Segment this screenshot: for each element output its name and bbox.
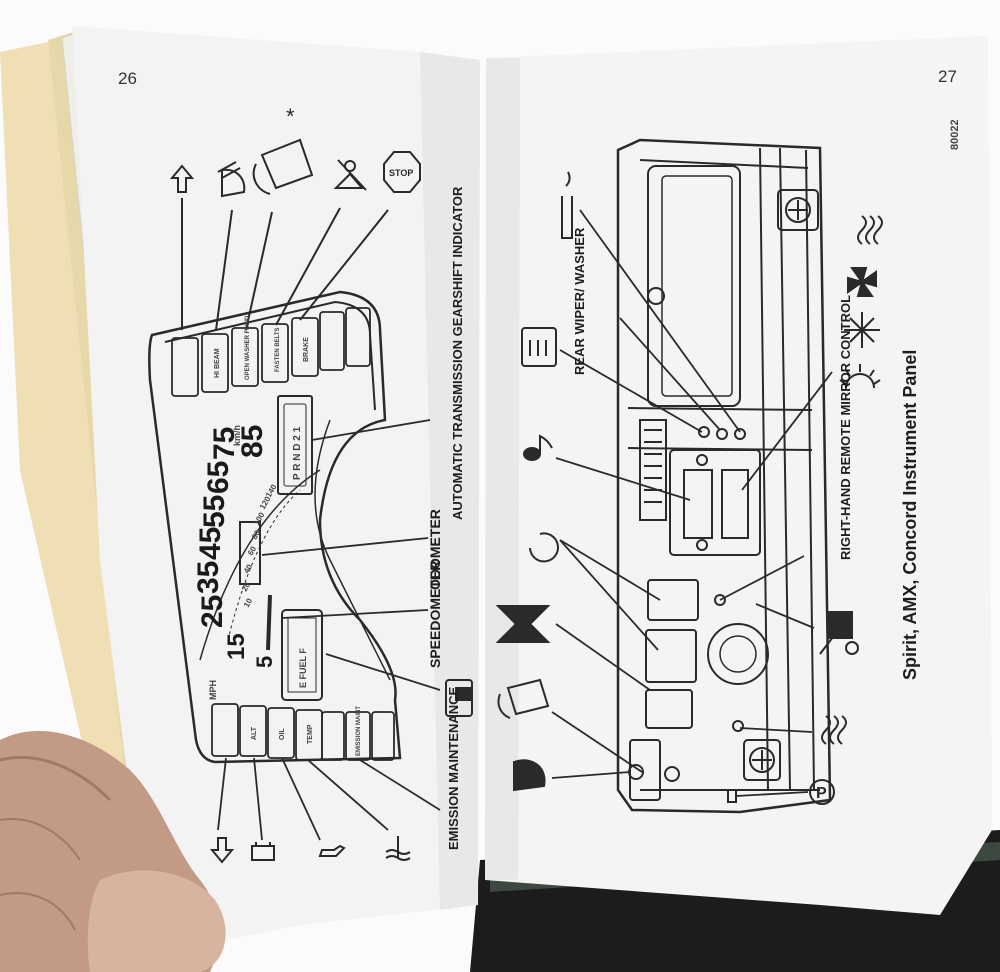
heat-waves-icon <box>857 215 883 245</box>
mirror-icon <box>819 611 859 655</box>
headlamp-icon <box>513 759 546 792</box>
instrument-panel-diagram <box>616 138 832 814</box>
speedometer-label: SPEEDOMETER <box>427 561 443 668</box>
auto-trans-label: AUTOMATIC TRANSMISSION GEARSHIFT INDICAT… <box>450 186 465 520</box>
upshift-arrow-icon <box>169 164 195 193</box>
emission-maintenance-label: EMISSION MAINTENANCE <box>446 686 461 850</box>
svg-text:*: * <box>286 104 295 129</box>
high-beam-icon <box>217 161 246 198</box>
svg-text:35: 35 <box>192 561 225 594</box>
speedometer-numbers: 5 15 25 35 45 55 65 75 85 <box>192 425 277 668</box>
svg-text:65: 65 <box>202 461 235 494</box>
downshift-arrow-icon <box>209 837 235 864</box>
stop-icon: STOP <box>383 151 421 193</box>
emission-lamp: EMISSION MAINT <box>356 706 362 756</box>
figure-caption: Spirit, AMX, Concord Instrument Panel <box>900 350 920 680</box>
gear-indicator: P R N D 2 1 <box>292 426 303 480</box>
hi-beam-lamp: HI BEAM <box>214 348 221 378</box>
right-page-number: 27 <box>938 67 957 86</box>
oil-lamp: OIL <box>279 728 286 740</box>
rear-defroster-icon <box>521 327 557 367</box>
heat-waves-lower-icon <box>821 715 847 745</box>
seat-belt-icon <box>333 159 367 191</box>
fasten-belts-lamp: FASTEN BELTS <box>275 327 281 372</box>
alt-lamp: ALT <box>251 726 258 740</box>
clock-icon <box>529 532 559 563</box>
mirror-control-label: RIGHT-HAND REMOTE MIRROR CONTROL <box>838 295 853 560</box>
sun-icon <box>839 364 881 389</box>
brake-lamp: BRAKE <box>303 337 310 362</box>
figure-code: 80022 <box>949 119 961 150</box>
kmh-unit: km/h <box>232 425 242 446</box>
washer-fluid-icon: * <box>252 104 314 195</box>
parking-icon <box>809 779 835 805</box>
rear-wiper-washer-label: REAR WIPER/ WASHER <box>572 227 587 375</box>
bottom-lamp-row <box>211 703 395 761</box>
snowflake-icon <box>844 312 880 348</box>
battery-icon <box>251 842 275 861</box>
hourglass-icon <box>495 605 551 643</box>
cigarette-lighter-icon <box>561 171 573 239</box>
hand <box>0 731 226 972</box>
radio-note-icon <box>523 434 553 461</box>
svg-text:STOP: STOP <box>389 168 413 178</box>
right-page <box>485 36 992 915</box>
left-page-number: 26 <box>118 69 137 88</box>
svg-text:85: 85 <box>236 425 269 458</box>
temp-lamp: TEMP <box>307 724 314 744</box>
svg-text:75: 75 <box>208 427 241 460</box>
warning-lamp-row <box>171 307 371 397</box>
oil-can-icon <box>318 844 346 857</box>
washer-fluid-lamp: OPEN WASHER FLUID <box>245 315 251 380</box>
svg-text:25: 25 <box>196 595 229 628</box>
temperature-icon <box>385 836 411 861</box>
svg-text:55: 55 <box>198 495 231 528</box>
svg-text:5: 5 <box>252 656 277 668</box>
fan-icon <box>847 267 877 297</box>
fuel-pump-icon <box>445 679 473 717</box>
fuel-gauge: E FUEL F <box>298 648 308 688</box>
svg-text:45: 45 <box>194 527 227 560</box>
odometer-label: ODOMETER <box>427 509 443 590</box>
mph-unit: MPH <box>208 680 218 700</box>
parking-symbol: P <box>816 785 827 802</box>
svg-text:15: 15 <box>223 633 250 660</box>
wiper-icon <box>497 678 550 719</box>
